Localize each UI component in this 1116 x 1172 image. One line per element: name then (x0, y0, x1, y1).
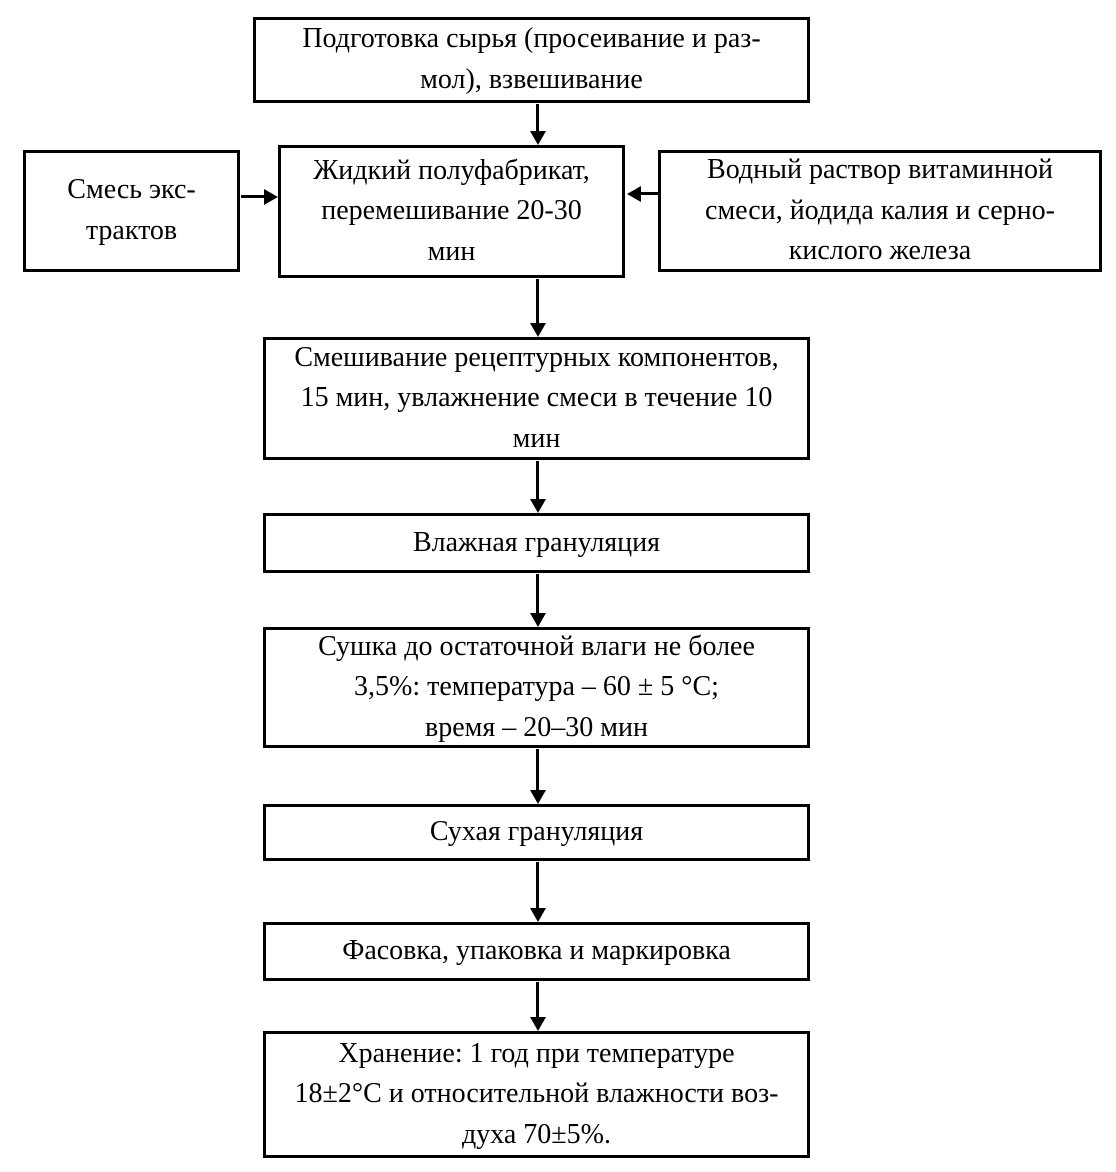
arrow-extracts-to-liquid-icon (241, 195, 265, 198)
node-label: Жидкий полуфабрикат, перемешивание 20-30… (313, 154, 590, 267)
node-mixing-components: Смешивание рецептурных компонентов, 15 м… (263, 337, 810, 460)
arrow-wet-granulation-to-drying-icon (536, 574, 539, 614)
arrow-prep-to-liquid-icon (536, 104, 539, 132)
node-label: Влажная грануляция (412, 526, 661, 558)
arrow-dry-granulation-to-packaging-icon (536, 862, 539, 909)
node-label: Водный раствор витаминной смеси, йодида … (705, 154, 1055, 267)
arrow-packaging-to-storage-icon (536, 982, 539, 1018)
node-wet-granulation: Влажная грануляция (263, 513, 810, 573)
node-label: Подготовка сырья (просеивание и раз- мол… (302, 23, 761, 95)
arrow-vitamin-to-liquid-icon (640, 192, 658, 195)
node-label: Сухая грануляция (429, 816, 644, 848)
arrow-liquid-to-mixing-icon (536, 279, 539, 324)
arrow-mixing-to-wet-granulation-icon (536, 461, 539, 500)
node-label: Смешивание рецептурных компонентов, 15 м… (294, 341, 779, 454)
node-storage: Хранение: 1 год при температуре 18±2°C и… (263, 1031, 810, 1158)
node-packaging: Фасовка, упаковка и маркировка (263, 922, 810, 981)
node-liquid-semiproduct: Жидкий полуфабрикат, перемешивание 20-30… (278, 145, 625, 278)
node-label: Фасовка, упаковка и маркировка (342, 935, 731, 967)
node-raw-material-preparation: Подготовка сырья (просеивание и раз- мол… (253, 17, 810, 103)
node-label: Смесь экс- трактов (67, 174, 196, 246)
node-drying: Сушка до остаточной влаги не более 3,5%:… (263, 627, 810, 748)
node-extract-mix: Смесь экс- трактов (23, 150, 240, 272)
node-dry-granulation: Сухая грануляция (263, 804, 810, 861)
node-vitamin-solution: Водный раствор витаминной смеси, йодида … (658, 150, 1102, 272)
node-label: Сушка до остаточной влаги не более 3,5%:… (318, 630, 755, 743)
node-label: Хранение: 1 год при температуре 18±2°C и… (294, 1037, 779, 1150)
arrow-drying-to-dry-granulation-icon (536, 749, 539, 791)
